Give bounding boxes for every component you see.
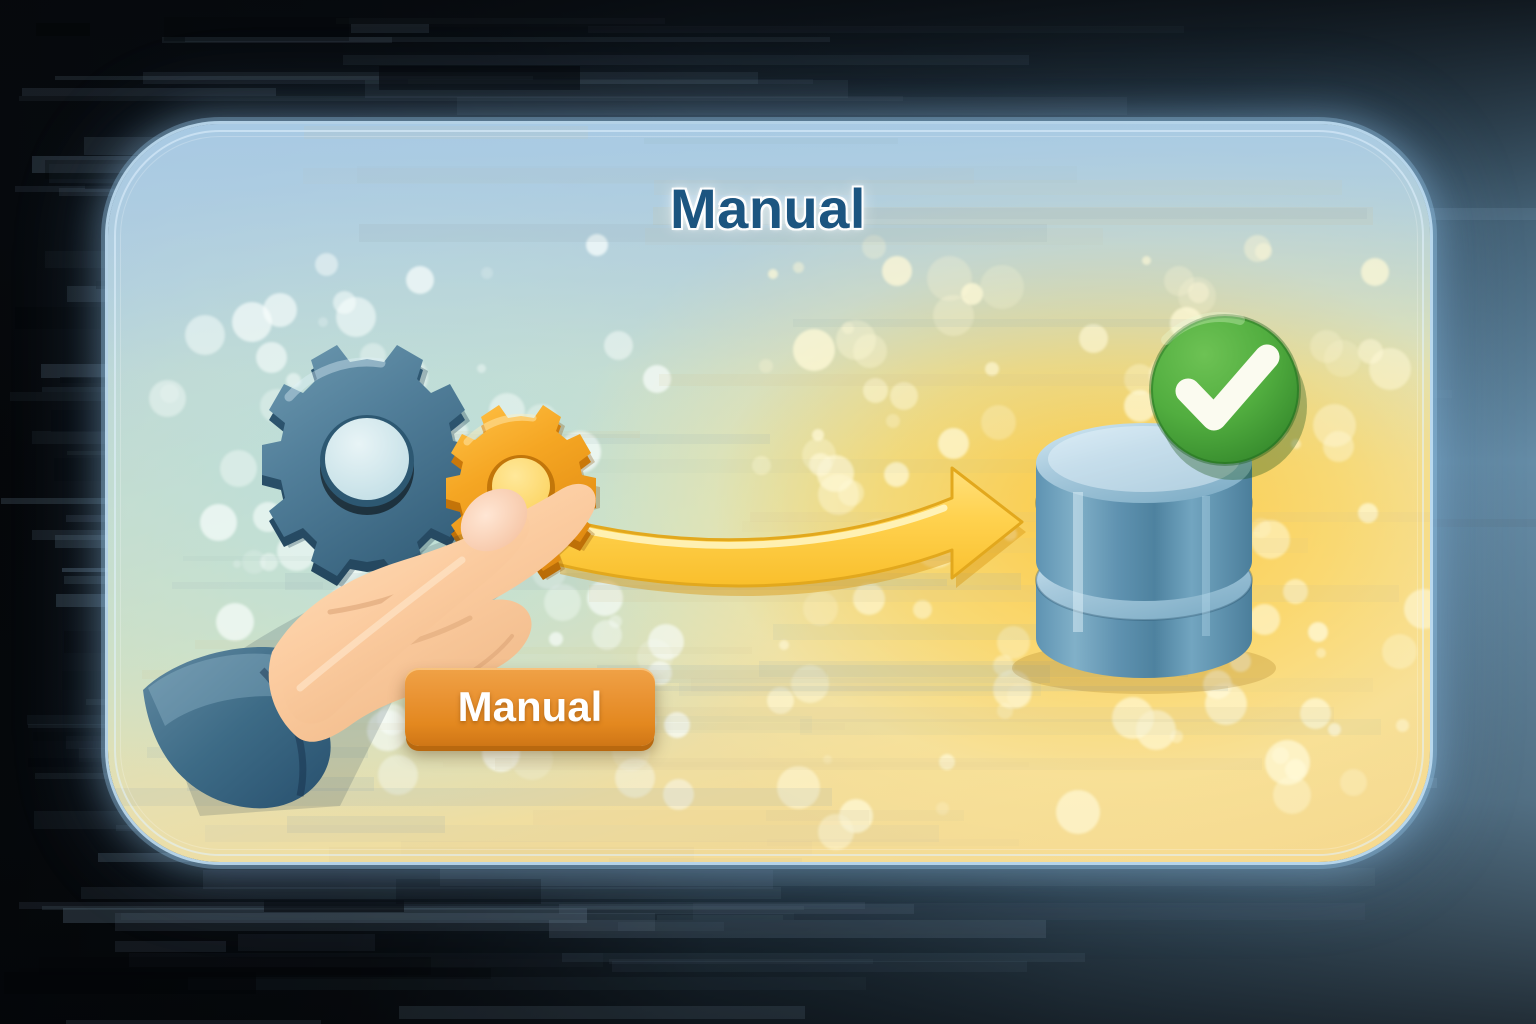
database-stack-icon bbox=[1012, 423, 1276, 694]
gear-icon-large bbox=[262, 345, 477, 587]
curved-arrow-icon bbox=[554, 466, 1026, 596]
pointing-hand-icon bbox=[143, 483, 596, 816]
index-finger bbox=[282, 512, 530, 724]
page-title: Manual bbox=[670, 177, 866, 240]
check-circle-icon bbox=[1149, 312, 1307, 480]
fingertip bbox=[460, 488, 528, 552]
manual-button[interactable]: Manual bbox=[405, 668, 655, 746]
